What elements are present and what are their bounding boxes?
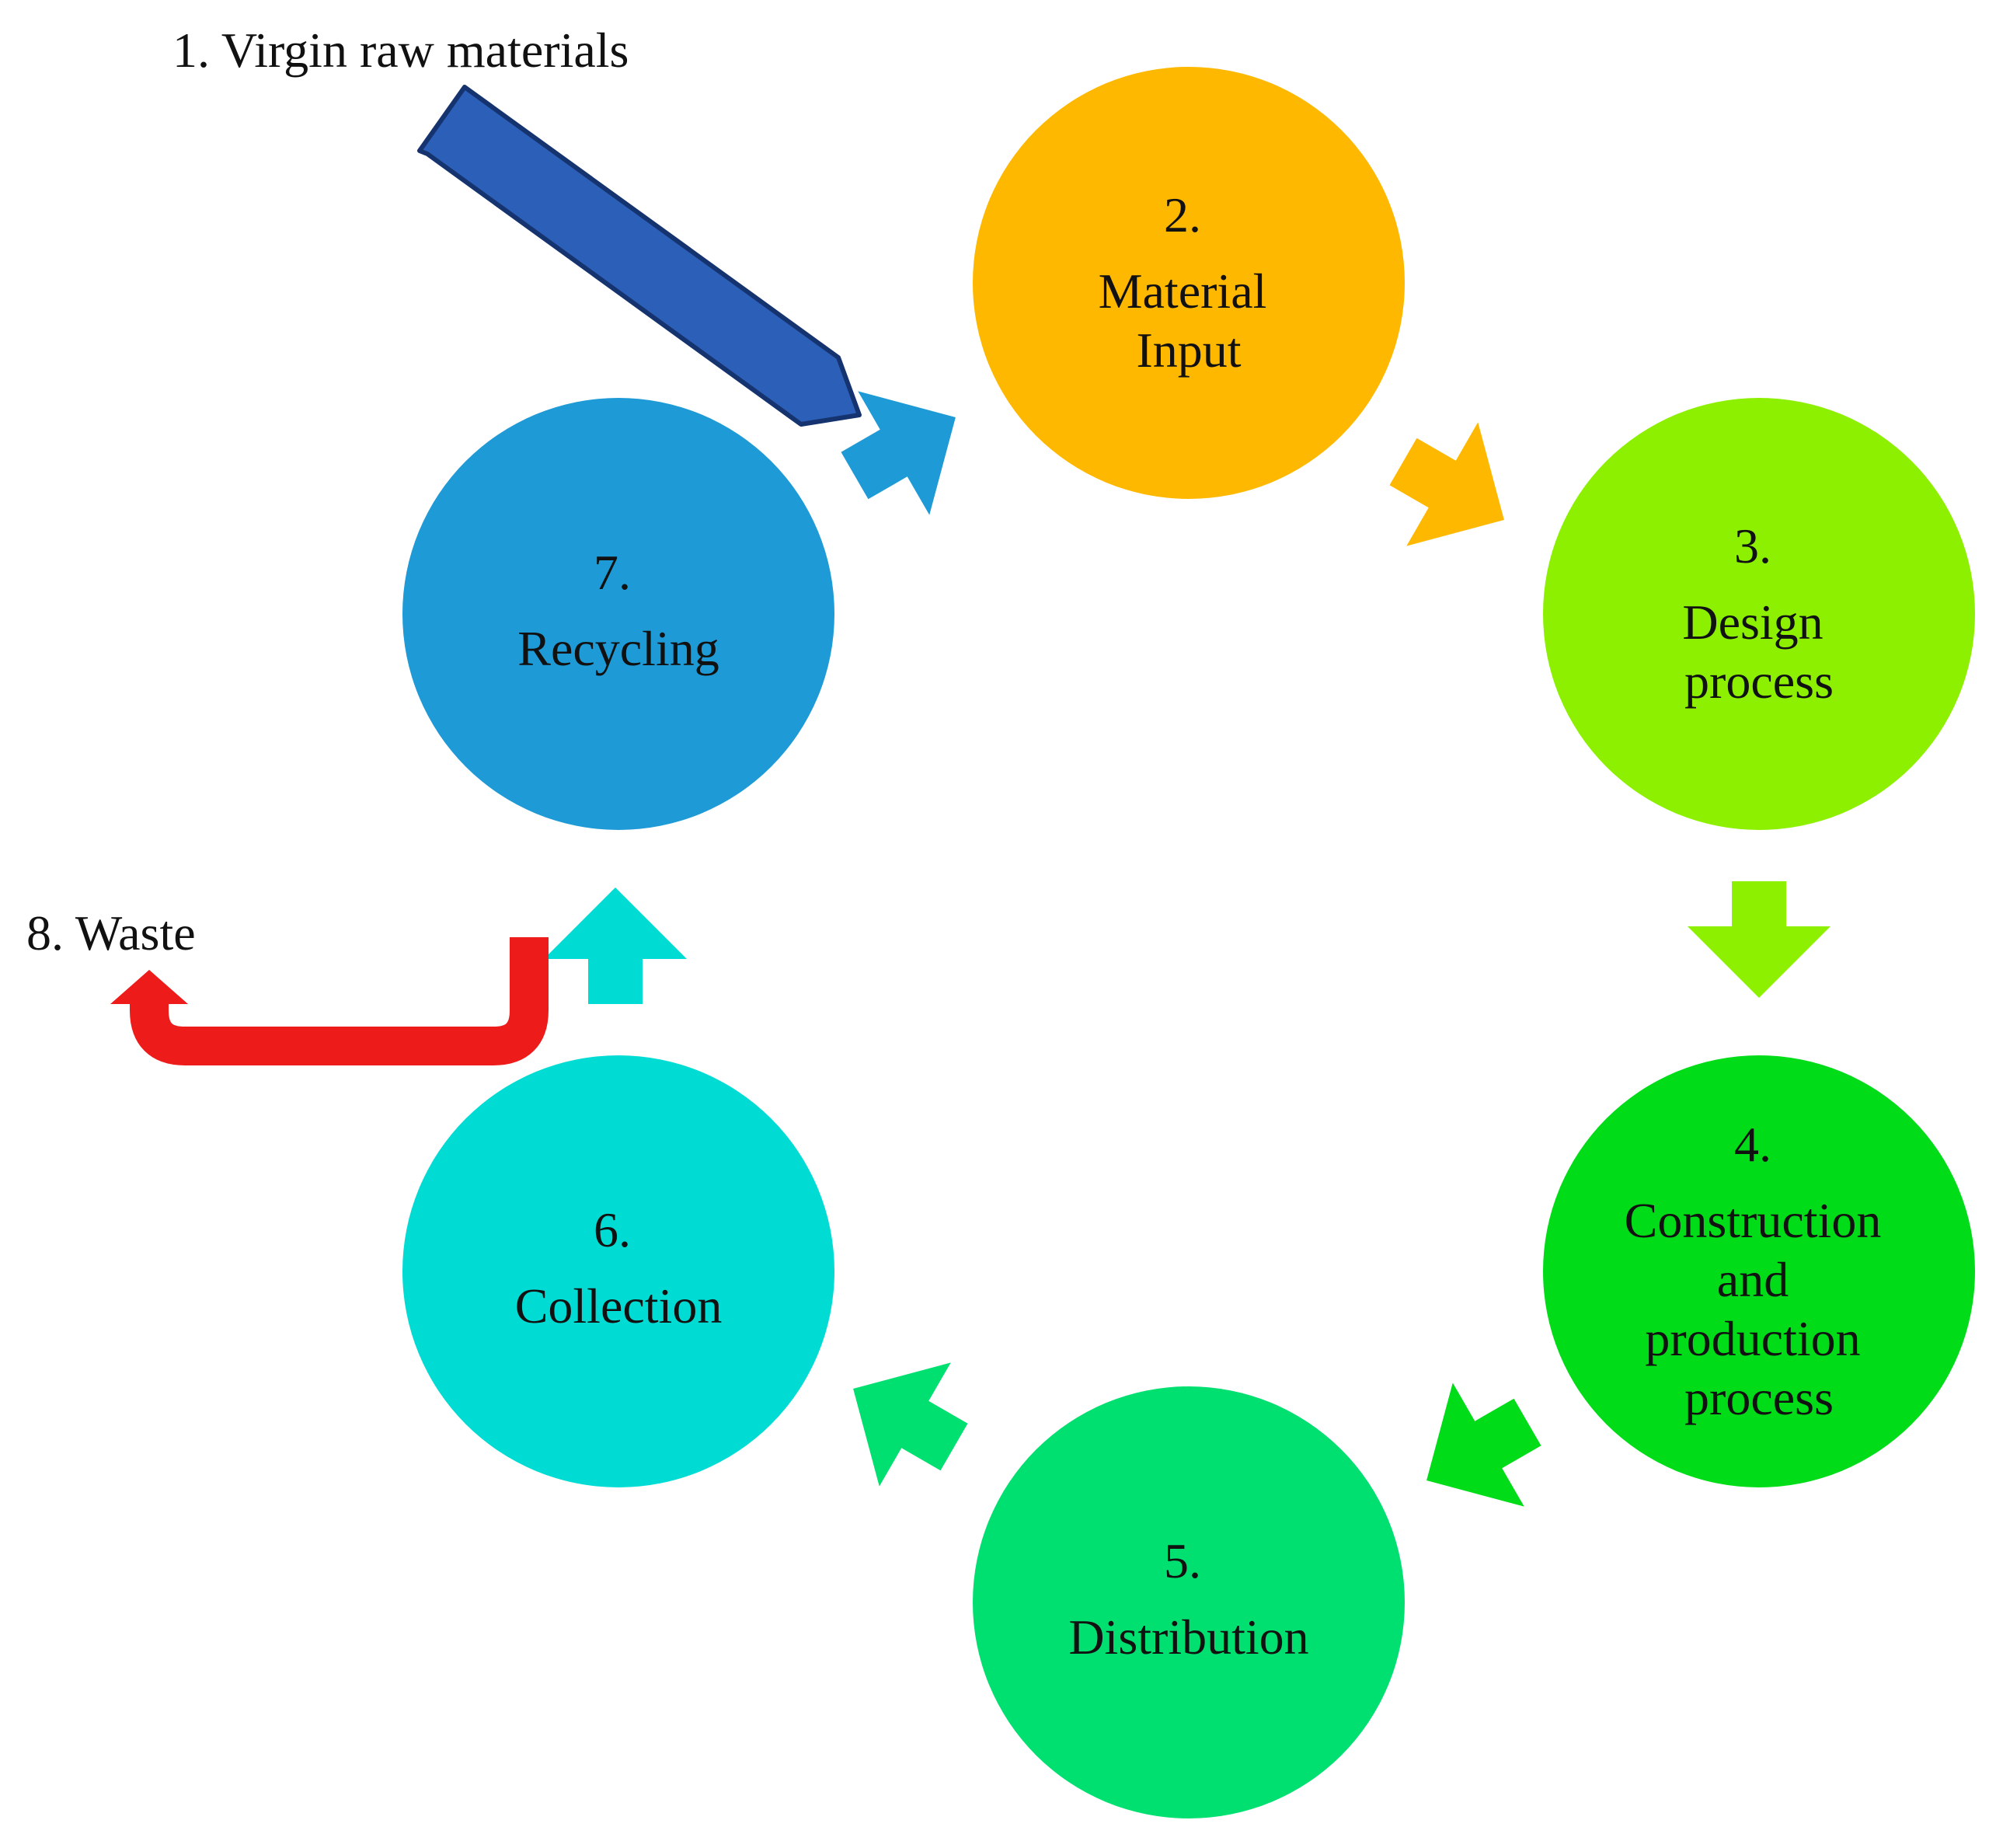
stage-material-input-text: 2. Material Input xyxy=(1099,187,1280,378)
stage-material-input-number: 2. xyxy=(1164,187,1201,242)
stage-recycling-line-1: Recycling xyxy=(517,621,719,676)
stage-material-input-line-1: Material xyxy=(1099,263,1267,319)
stage-distribution-text: 5. Distribution xyxy=(1068,1533,1308,1665)
arrow-collection-to-recycling xyxy=(544,887,687,1004)
stage-construction-number: 4. xyxy=(1734,1117,1771,1172)
stage-construction-line-3: production xyxy=(1645,1311,1860,1366)
virgin-materials-label: 1. Virgin raw materials xyxy=(172,23,629,78)
stage-recycling-text: 7. Recycling xyxy=(517,545,719,676)
stage-design-process-line-2: process xyxy=(1684,654,1834,709)
stage-circle-recycling xyxy=(402,398,834,830)
stage-labels: 2. Material Input 3. Design process 4. C… xyxy=(515,187,1894,1665)
stage-distribution-line-1: Distribution xyxy=(1068,1609,1308,1665)
waste-arrow-head xyxy=(110,970,188,1004)
stage-collection-line-1: Collection xyxy=(515,1278,723,1334)
stage-construction-line-4: process xyxy=(1684,1370,1834,1425)
arrow-design-to-construction xyxy=(1688,881,1831,998)
stage-circle-distribution xyxy=(973,1386,1405,1818)
waste-arrow-shaft xyxy=(130,937,549,1065)
arrow-construction-to-distribution xyxy=(1426,1383,1541,1507)
stage-collection-number: 6. xyxy=(594,1202,631,1257)
flow-arrows xyxy=(544,391,1831,1507)
stage-circle-construction xyxy=(1543,1055,1975,1487)
virgin-materials-arrow xyxy=(417,85,862,427)
stage-design-process-text: 3. Design process xyxy=(1682,518,1835,709)
stage-construction-line-1: Construction xyxy=(1625,1193,1882,1248)
stage-construction-line-2: and xyxy=(1717,1252,1789,1307)
stage-recycling-number: 7. xyxy=(594,545,631,600)
stage-design-process-number: 3. xyxy=(1734,518,1771,574)
stage-circle-collection xyxy=(402,1055,834,1487)
stage-construction-text: 4. Construction and production process xyxy=(1625,1117,1894,1425)
stage-circle-design-process xyxy=(1543,398,1975,830)
arrow-distribution-to-collection xyxy=(853,1362,968,1487)
stage-design-process-line-1: Design xyxy=(1682,594,1823,650)
stage-distribution-number: 5. xyxy=(1164,1533,1201,1588)
stage-material-input-line-2: Input xyxy=(1136,323,1241,378)
waste-arrow xyxy=(110,937,549,1065)
arrow-material-input-to-design xyxy=(1389,422,1504,546)
stage-collection-text: 6. Collection xyxy=(515,1202,723,1334)
stage-circle-material-input xyxy=(973,67,1405,499)
stage-circles xyxy=(402,67,1975,1818)
arrow-recycling-to-material-input xyxy=(841,391,956,515)
waste-label: 8. Waste xyxy=(26,905,196,961)
